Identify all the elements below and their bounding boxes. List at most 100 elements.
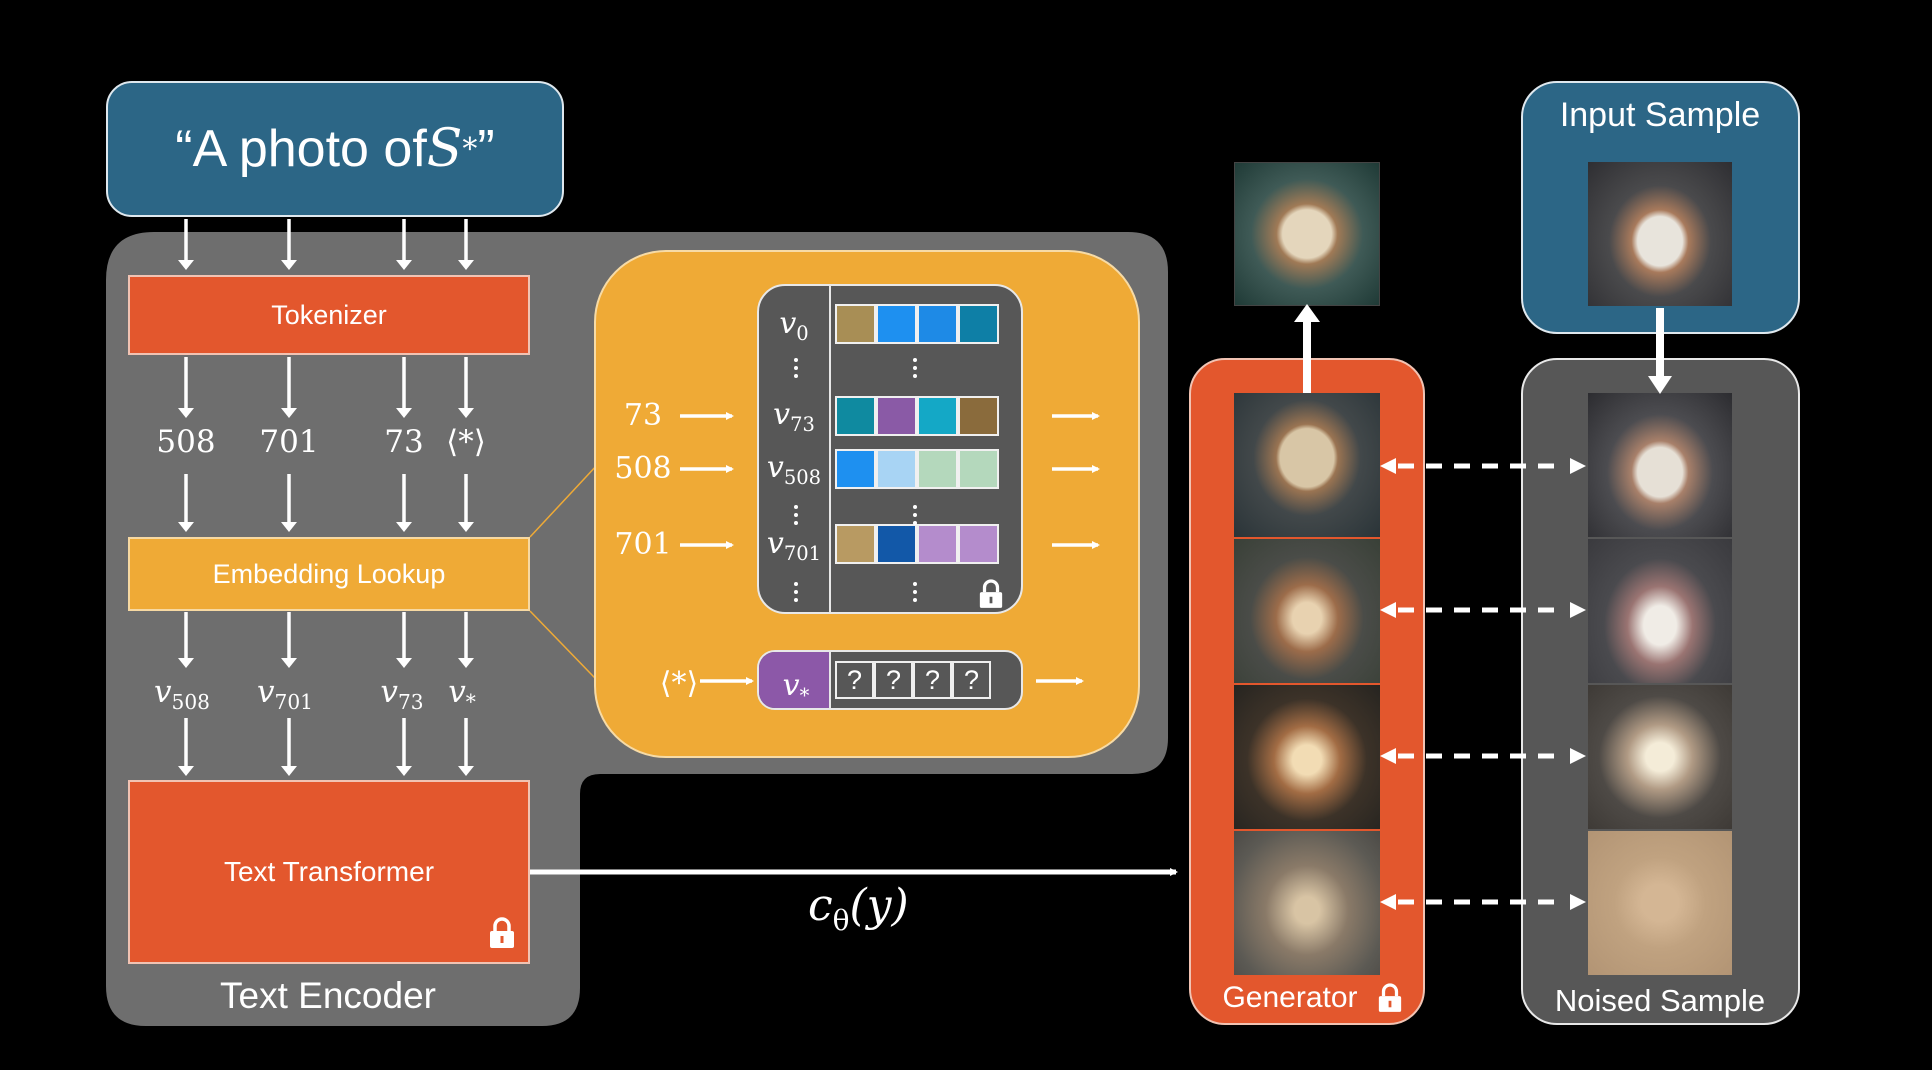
prompt-close: ” (477, 120, 495, 178)
ellipsis-dot (794, 521, 798, 525)
clock-image (1234, 831, 1380, 975)
clock-image (1234, 685, 1380, 829)
clock-image (1588, 162, 1732, 306)
clock-image (1234, 539, 1380, 683)
new-token-row (757, 650, 1023, 710)
ellipsis-dot (794, 374, 798, 378)
ellipsis-dot (913, 358, 917, 362)
prompt-subject: S (426, 119, 463, 179)
ellipsis-dot (913, 598, 917, 602)
clock-image (1588, 393, 1732, 537)
embedding-lookup-box: Embedding Lookup (128, 537, 530, 611)
embedding-lookup-label: Embedding Lookup (212, 558, 446, 589)
row-input-701: 701 (614, 527, 672, 562)
arrow-head (281, 522, 297, 532)
row-input-73: 73 (623, 398, 663, 433)
row-label-v73: v73 (773, 397, 815, 436)
arrow-head (458, 766, 474, 776)
prompt-box: “A photo of S*” (106, 81, 564, 217)
ellipsis-dot (913, 582, 917, 586)
vector-v73: v73 (380, 674, 424, 715)
ellipsis-dot (794, 358, 798, 362)
input-sample-title: Input Sample (1559, 96, 1761, 134)
embedding-swatch (917, 449, 958, 489)
vector-vstar: v* (448, 674, 476, 715)
row-input-star: ⟨*⟩ (659, 666, 699, 701)
ellipsis-dot (794, 505, 798, 509)
token-id-508: 508 (156, 424, 216, 460)
text-encoder-title: Text Encoder (220, 975, 436, 1016)
embedding-swatch (958, 449, 999, 489)
row-label-v508: v508 (766, 450, 822, 489)
embedding-swatch (876, 524, 917, 564)
ellipsis-dot (913, 374, 917, 378)
token-id-star: ⟨*⟩ (446, 424, 486, 460)
clock-image (1588, 831, 1732, 975)
ellipsis-dot (794, 590, 798, 594)
embedding-swatch (835, 449, 876, 489)
arrow-head (178, 408, 194, 418)
generator-title: Generator (1222, 981, 1358, 1014)
arrow-head (178, 766, 194, 776)
embedding-swatch (876, 396, 917, 436)
ellipsis-dot (794, 598, 798, 602)
row-label-vstar: v* (782, 668, 810, 707)
prompt-subject-sub: * (462, 131, 478, 167)
arrow-head (281, 260, 297, 270)
token-id-73: 73 (384, 424, 424, 460)
conditioning-label: cθ(y) (808, 880, 909, 937)
lock-icon (1378, 983, 1402, 1012)
arrow-head (178, 522, 194, 532)
embedding-swatch (876, 449, 917, 489)
unknown-cell: ? (952, 661, 991, 699)
ellipsis-dot (794, 513, 798, 517)
token-id-701: 701 (259, 424, 319, 460)
row-input-508: 508 (614, 451, 672, 486)
arrow-head (458, 522, 474, 532)
arrow-head (396, 522, 412, 532)
ellipsis-dot (913, 366, 917, 370)
arrow-head (396, 408, 412, 418)
arrow-head (458, 408, 474, 418)
noised-sample-title: Noised Sample (1554, 983, 1766, 1018)
table-divider (829, 286, 831, 612)
prompt-open: “A photo of (175, 120, 427, 178)
arrow-head (178, 658, 194, 668)
clock-image (1588, 685, 1732, 829)
arrow-head (458, 260, 474, 270)
text-transformer-label: Text Transformer (223, 856, 435, 887)
embedding-swatch (876, 304, 917, 344)
arrow-head (281, 766, 297, 776)
lock-icon (490, 917, 514, 948)
embedding-swatch (835, 524, 876, 564)
embedding-swatch (917, 396, 958, 436)
lock-icon (979, 579, 1003, 608)
unknown-cell: ? (913, 661, 952, 699)
arrow-head (458, 658, 474, 668)
embedding-swatch (958, 524, 999, 564)
vector-v701: v701 (257, 674, 313, 715)
embedding-swatch (958, 396, 999, 436)
arrow-head (281, 408, 297, 418)
clock-image (1588, 539, 1732, 683)
unknown-cell: ? (874, 661, 913, 699)
ellipsis-dot (794, 366, 798, 370)
embedding-swatch (835, 304, 876, 344)
text-transformer-box: Text Transformer (128, 780, 530, 964)
arrow-head (396, 766, 412, 776)
ellipsis-dot (913, 513, 917, 517)
row-label-v0: v0 (779, 306, 809, 345)
arrow-head (396, 658, 412, 668)
tokenizer-label: Tokenizer (271, 299, 387, 330)
ellipsis-dot (913, 521, 917, 525)
arrow-head (281, 658, 297, 668)
new-token-vector-cell (759, 652, 829, 708)
ellipsis-dot (913, 505, 917, 509)
unknown-cell: ? (835, 661, 874, 699)
row-label-v701: v701 (766, 526, 822, 565)
embedding-swatch (958, 304, 999, 344)
arrow-head (396, 260, 412, 270)
embedding-swatch (835, 396, 876, 436)
